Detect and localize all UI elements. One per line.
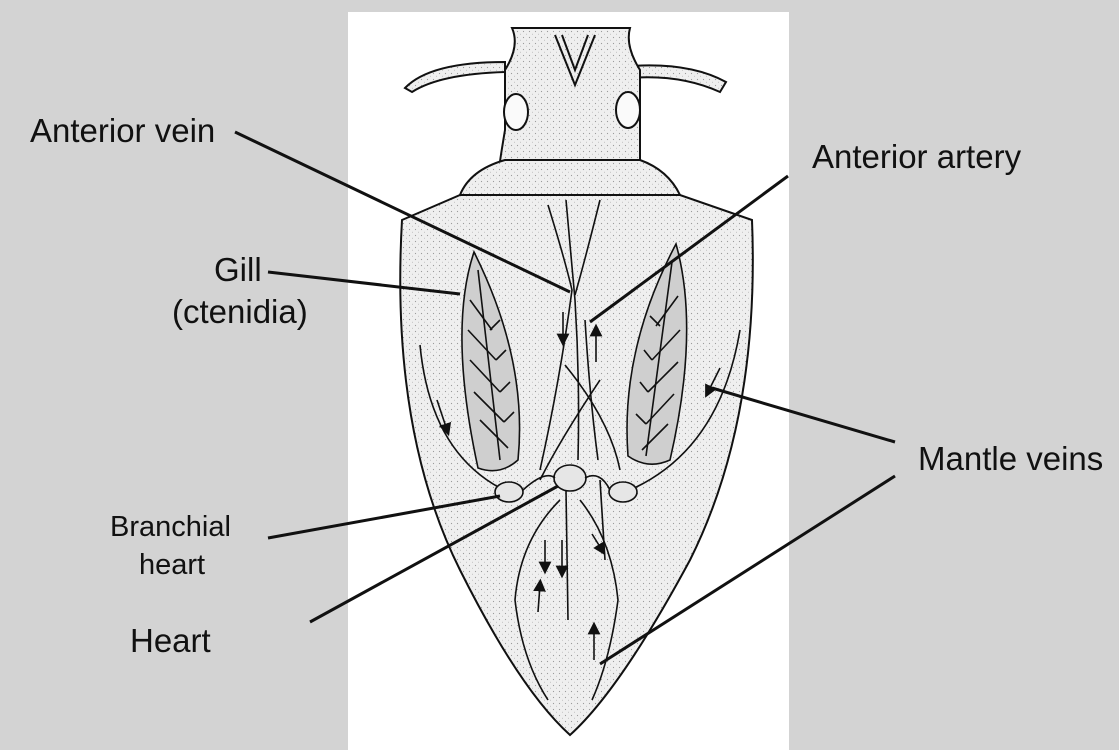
branchial-heart-right [608,481,638,503]
label-gill-subtitle: (ctenidia) [172,293,308,330]
flow-arrows [436,312,721,660]
label-gill: Gill [214,251,262,288]
label-branchial-heart: Branchial [110,511,231,543]
squid-mantle [399,194,754,737]
branchial-heart-left [494,481,524,503]
label-anterior-artery: Anterior artery [812,138,1022,175]
label-branchial-heart-line2: heart [139,549,206,581]
hearts [494,464,638,503]
label-heart: Heart [130,622,211,659]
gill-right [626,241,688,465]
gill-left [461,249,521,472]
squid-head [403,27,728,196]
label-mantle-veins: Mantle veins [918,440,1104,477]
leader-lines [234,130,896,666]
label-anterior-vein: Anterior vein [30,112,216,149]
systemic-heart [553,464,587,492]
